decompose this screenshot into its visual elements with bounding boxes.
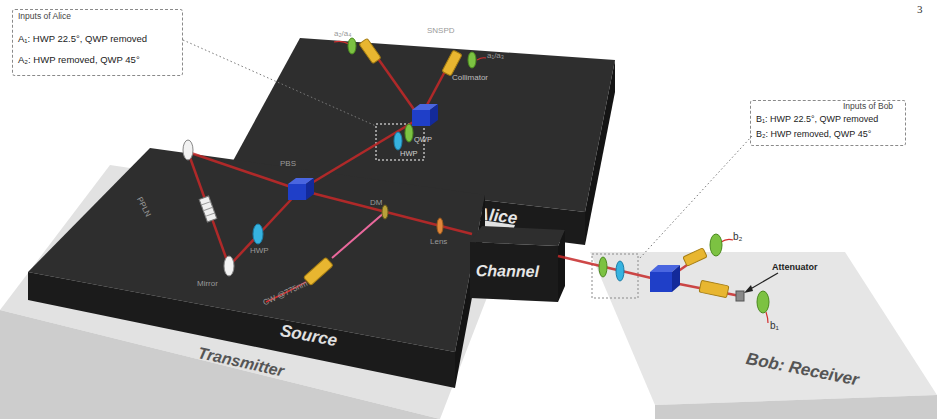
laser-beam	[188, 152, 229, 266]
waveplate-symbol	[616, 261, 624, 281]
platform: Source	[28, 148, 485, 388]
dichroic-mirror	[382, 205, 388, 219]
pbs-cube	[288, 178, 314, 184]
pbs-cube	[288, 184, 306, 200]
callout-box: Inputs of BobB₁: HWP 22.5°, QWP removedB…	[750, 100, 906, 146]
pbs-cube	[412, 104, 438, 110]
collimator-symbol	[304, 257, 334, 285]
mirror-symbol	[224, 256, 234, 276]
callout-line: A₂: HWP removed, QWP 45°	[18, 55, 140, 65]
base-plate: Bob: Receiver	[590, 252, 937, 419]
pbs-cube	[430, 104, 438, 126]
component-label: SNSPD	[427, 27, 455, 36]
platform-outline	[28, 148, 485, 388]
mirror-symbol	[183, 140, 193, 160]
platform-face	[28, 272, 455, 388]
optical-fiber	[477, 58, 486, 60]
page-number: 3	[917, 3, 923, 15]
base-plate: TransmitterSource	[0, 165, 515, 419]
component-label: b₂	[733, 231, 742, 242]
pbs-cube	[412, 110, 430, 126]
callout-heading: Inputs of Bob	[843, 102, 893, 111]
ppln-stripe	[203, 207, 212, 210]
platform-face	[585, 60, 615, 245]
laser-beam	[420, 62, 450, 118]
ppln-crystal	[199, 196, 217, 222]
platform-label: Channel	[476, 262, 539, 281]
collimator-symbol	[359, 38, 381, 63]
optical-fiber	[266, 282, 306, 302]
callout-heading: Inputs of Alice	[18, 12, 71, 21]
detector-symbol	[710, 234, 722, 256]
pointer-arrowhead	[744, 285, 753, 293]
pointer-arrow	[747, 273, 778, 291]
waveplate-symbol	[405, 124, 413, 142]
lens-symbol	[437, 218, 443, 234]
platform-outline	[590, 252, 937, 419]
laser-beam	[558, 256, 664, 281]
waveplate-symbol	[599, 257, 607, 277]
ppln-crystal	[199, 196, 217, 222]
callout-line: A₁: HWP 22.5°, QWP removed	[18, 34, 147, 44]
platform-face	[470, 242, 558, 302]
platform-face	[558, 230, 565, 302]
component-label: a₂/a₄	[334, 30, 352, 39]
laser-beam	[664, 256, 700, 281]
pbs-cube	[672, 265, 680, 292]
callout-line: B₂: HWP removed, QWP 45°	[756, 130, 871, 140]
optical-fiber	[721, 239, 733, 242]
ppln-stripe	[205, 213, 214, 216]
laser-beam	[229, 190, 300, 266]
pbs-cube	[306, 178, 314, 200]
collimator-symbol	[699, 280, 729, 298]
platform-face	[655, 395, 937, 419]
attenuator-symbol	[736, 291, 744, 301]
waveplate-symbol	[253, 224, 263, 244]
snspd-detector	[348, 38, 356, 54]
detector-symbol	[757, 291, 769, 313]
highlight-square	[592, 254, 638, 298]
waveplate-symbol	[394, 132, 402, 150]
pbs-cube	[650, 265, 680, 272]
laser-beam	[300, 190, 472, 234]
pump-beam	[332, 212, 385, 258]
callout-line: B₁: HWP 22.5°, QWP removed	[756, 115, 878, 125]
highlight-square	[376, 124, 424, 160]
laser-beam	[188, 152, 300, 190]
platform-face	[590, 252, 937, 405]
laser-beam	[372, 50, 420, 118]
pbs-cube	[650, 272, 672, 292]
callout-box: Inputs of AliceA₁: HWP 22.5°, QWP remove…	[12, 9, 183, 76]
snspd-detector	[468, 52, 476, 68]
leader-line	[183, 40, 376, 126]
platform: Channel	[470, 226, 565, 302]
collimator-symbol	[683, 248, 707, 266]
ppln-stripe	[201, 202, 210, 205]
leader-line	[640, 136, 752, 258]
collimator-symbol	[442, 50, 462, 76]
laser-beam	[664, 281, 740, 296]
laser-beam	[300, 118, 420, 190]
optical-fiber	[766, 312, 768, 323]
optical-fiber	[334, 41, 349, 44]
